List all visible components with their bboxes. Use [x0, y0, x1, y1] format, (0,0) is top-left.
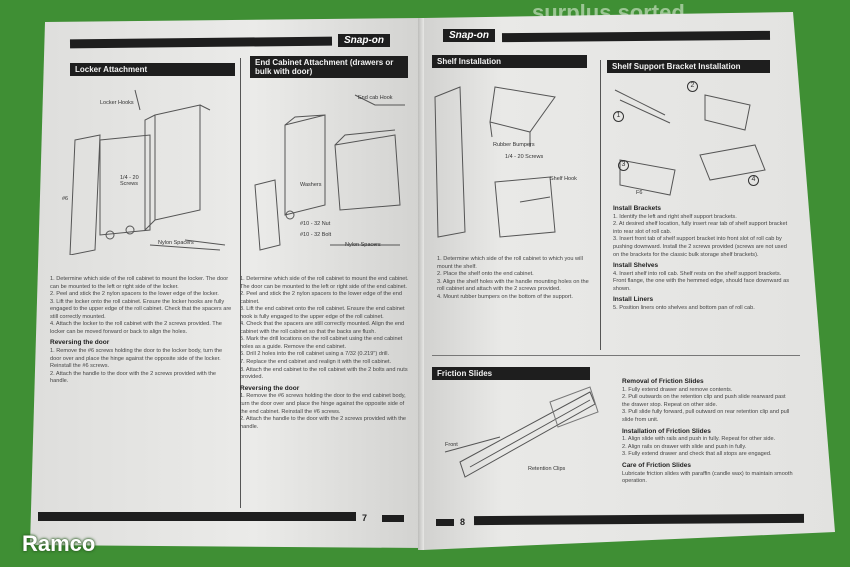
- footer-bar-start: [436, 519, 454, 526]
- step: 4. Check that the spacers are still corr…: [240, 321, 405, 335]
- page-number: 8: [460, 517, 466, 527]
- label-nylon-spacers: Nylon Spacers: [158, 240, 194, 246]
- step: 2. Align rails on drawer with slide and …: [622, 443, 747, 450]
- label-end-cab-hook: End cab Hook: [358, 95, 393, 101]
- care-text: Lubricate friction slides with paraffin …: [622, 470, 793, 485]
- step: 5. Mark the drill locations on the roll …: [240, 336, 403, 350]
- end-cabinet-steps: 1. Determine which side of the roll cabi…: [240, 276, 412, 431]
- label-locker-hooks: Locker Hooks: [100, 100, 134, 106]
- label-shelf-hook: Shelf Hook: [550, 176, 577, 182]
- label-screws: 1/4 - 20 Screws: [120, 175, 139, 187]
- step: 2. Attach the handle to the door with th…: [240, 416, 407, 430]
- step: 1. Determine which side of the roll cabi…: [240, 276, 409, 290]
- label-nylon-spacers: Nylon Spacers: [345, 242, 381, 248]
- shelf-steps: 1. Determine which side of the roll cabi…: [437, 256, 597, 301]
- step: 4. Insert shelf into roll cab. Shelf res…: [613, 270, 790, 292]
- step: 1. Remove the #6 screws holding the door…: [240, 393, 406, 415]
- friction-slide-diagram: [444, 386, 599, 478]
- step: 2. Peel and stick the 2 nylon spacers to…: [50, 291, 219, 298]
- install-liners-heading: Install Liners: [613, 296, 654, 304]
- label-f6: F6: [636, 190, 643, 196]
- step: 2. Pull outwards on the retention clip a…: [622, 394, 786, 408]
- book-spine: [418, 18, 424, 550]
- callout-3: 3: [618, 160, 629, 171]
- callout-1: 1: [613, 111, 624, 122]
- step: 2. Attach the handle to the door with th…: [50, 370, 217, 385]
- installation-heading: Installation of Friction Slides: [622, 427, 711, 435]
- care-heading: Care of Friction Slides: [622, 461, 691, 469]
- left-page: [30, 18, 422, 548]
- end-cabinet-diagram: [254, 94, 405, 251]
- callout-4: 4: [748, 175, 759, 186]
- step: 3. Lift the locker onto the roll cabinet…: [50, 298, 232, 320]
- footer-bar-end: [382, 515, 404, 522]
- section-divider: [432, 355, 800, 356]
- reversing-door-heading: Reversing the door: [240, 384, 300, 392]
- label-rubber-bumpers: Rubber Bumpers: [493, 142, 535, 148]
- friction-slides-title: Friction Slides: [432, 367, 590, 381]
- step: 3. Pull slide fully forward, pull outwar…: [622, 409, 790, 423]
- page-number: 7: [362, 513, 368, 523]
- step: 3. Fully extend drawer and check that al…: [622, 451, 772, 458]
- step: 4. Mount rubber bumpers on the bottom of…: [437, 293, 573, 300]
- background-banner-bottom: Ramco: [0, 507, 850, 567]
- locker-attachment-title: Locker Attachment: [70, 63, 235, 77]
- install-shelves-heading: Install Shelves: [613, 262, 659, 270]
- step: 2. Place the shelf onto the end cabinet.: [437, 271, 534, 278]
- label-washers: Washers: [300, 182, 322, 188]
- friction-slides-text: Removal of Friction Slides 1. Fully exte…: [622, 375, 794, 486]
- shelf-installation-title: Shelf Installation: [432, 55, 587, 69]
- step: 1. Fully extend drawer and remove conten…: [622, 386, 733, 393]
- step: 7. Replace the end cabinet and realign i…: [240, 359, 392, 366]
- label-front: Front: [445, 442, 458, 448]
- column-divider: [600, 60, 601, 350]
- install-brackets-heading: Install Brackets: [613, 205, 662, 212]
- banner-brand: Ramco: [22, 531, 96, 556]
- step: 2. At desired shelf location, fully inse…: [613, 221, 788, 235]
- step: 1. Determine which side of the roll cabi…: [50, 276, 229, 290]
- snapon-logo: Snap-on: [443, 29, 495, 42]
- footer-bar: [38, 512, 356, 521]
- callout-2: 2: [687, 81, 698, 92]
- locker-diagram: [69, 89, 226, 255]
- bracket-diagram: [614, 89, 766, 196]
- step: 1. Align slide with rails and push in fu…: [622, 436, 776, 443]
- label-6: #6: [62, 196, 69, 202]
- step: 5. Position liners onto shelves and bott…: [613, 305, 755, 312]
- removal-heading: Removal of Friction Slides: [622, 378, 704, 385]
- step: 4. Attach the locker to the roll cabinet…: [50, 321, 222, 335]
- step: 3. Lift the end cabinet onto the roll ca…: [240, 306, 405, 320]
- step: 2. Peel and stick the 2 nylon spacers to…: [240, 291, 403, 305]
- label-nut: #10 - 32 Nut: [300, 221, 331, 227]
- column-divider: [240, 58, 241, 508]
- right-page: [423, 12, 835, 550]
- locker-steps: 1. Determine which side of the roll cabi…: [50, 276, 232, 386]
- step: 8. Attach the end cabinet to the roll ca…: [240, 366, 408, 381]
- reversing-door-heading: Reversing the door: [50, 339, 110, 347]
- step: 3. Insert front tab of shelf support bra…: [613, 236, 787, 258]
- label-screws: 1/4 - 20 Screws: [505, 154, 544, 160]
- shelf-diagram: [434, 86, 556, 238]
- snapon-logo: Snap-on: [338, 34, 390, 47]
- label-bolt: #10 - 32 Bolt: [300, 232, 332, 238]
- step: 1. Remove the #6 screws holding the door…: [50, 348, 223, 370]
- step: 1. Determine which side of the roll cabi…: [437, 256, 583, 270]
- step: 6. Drill 2 holes into the roll cabinet u…: [240, 351, 390, 358]
- end-cabinet-title: End Cabinet Attachment (drawers or bulk …: [250, 56, 408, 79]
- step: 3. Align the shelf holes with the handle…: [437, 278, 589, 293]
- step: 1. Identify the left and right shelf sup…: [613, 213, 737, 220]
- bracket-steps: Install Brackets 1. Identify the left an…: [613, 202, 791, 313]
- bracket-installation-title: Shelf Support Bracket Installation: [607, 60, 770, 74]
- label-retention-clips: Retention Clips: [528, 466, 566, 472]
